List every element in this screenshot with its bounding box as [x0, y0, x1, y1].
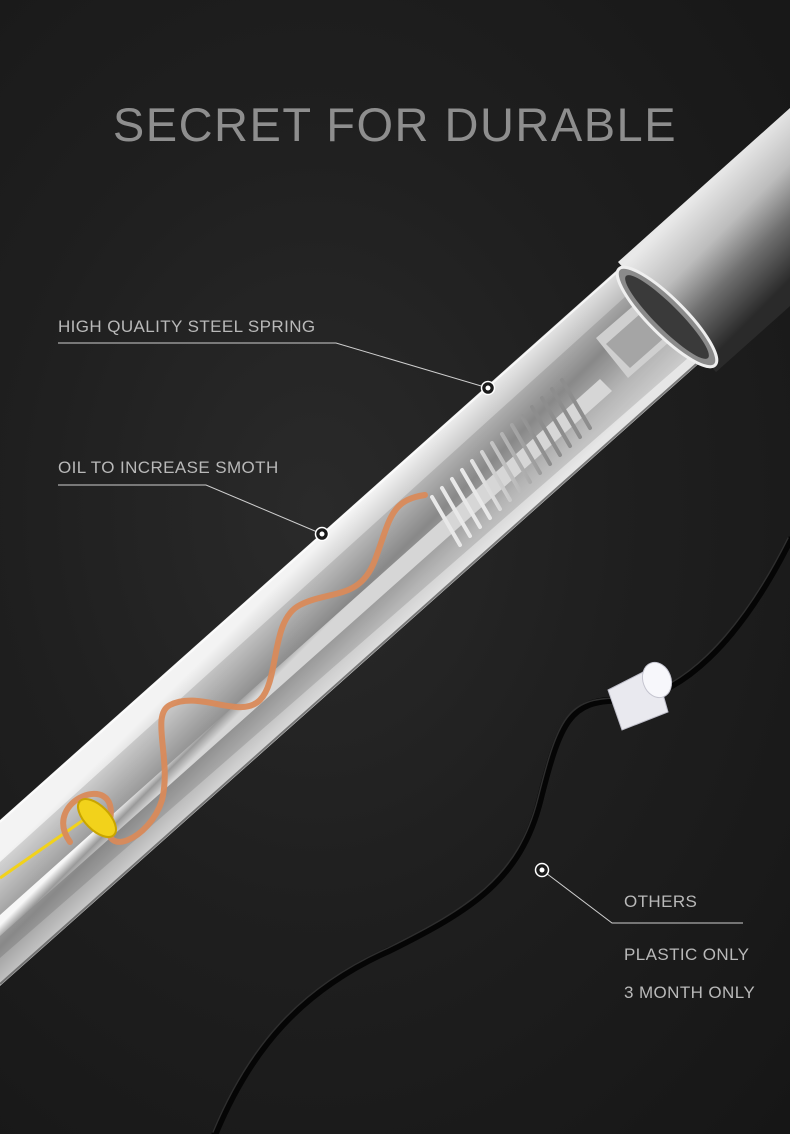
- black-cable: [211, 536, 790, 1134]
- circle-marker-icon: [534, 862, 550, 878]
- callout-detail-plastic: PLASTIC ONLY: [624, 945, 750, 964]
- plastic-connector: [607, 661, 673, 731]
- callout-detail-month: 3 MONTH ONLY: [624, 983, 756, 1002]
- steel-spring: [430, 378, 592, 547]
- circle-marker-icon: [480, 380, 496, 396]
- callout-label-spring: HIGH QUALITY STEEL SPRING: [58, 317, 316, 336]
- callout-label-others: OTHERS: [624, 892, 698, 911]
- callout-line-others: [541, 869, 743, 924]
- callout-line-oil: [58, 484, 323, 535]
- page-title: SECRET FOR DURABLE: [112, 98, 678, 152]
- callout-line-spring: [58, 342, 489, 389]
- yellow-guide-line: [0, 812, 93, 880]
- callout-label-oil: OIL TO INCREASE SMOTH: [58, 458, 279, 477]
- yellow-ring: [77, 798, 117, 838]
- circle-marker-icon: [314, 526, 330, 542]
